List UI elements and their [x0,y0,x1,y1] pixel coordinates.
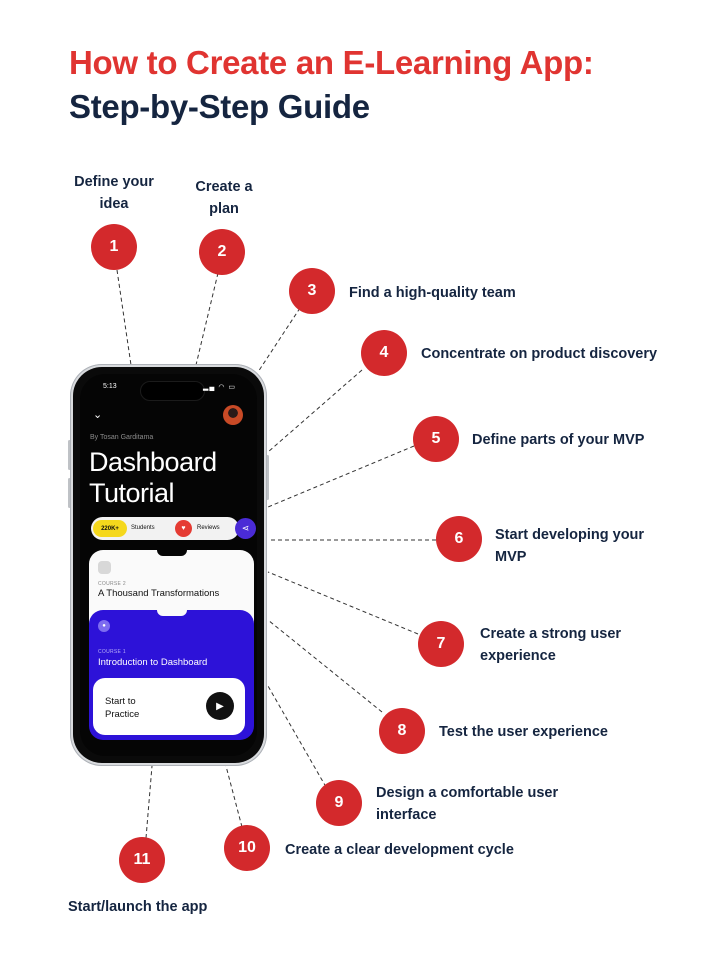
connector-4 [267,369,363,453]
step-3-circle: 3 [289,268,335,314]
user-icon: ● [98,620,110,632]
share-icon[interactable]: ⋖ [235,518,256,539]
phone-screen: 5:13 ▂▄ ◠ ▭ ⌄ By Tosan Garditama Dashboa… [80,374,257,756]
step-11-circle: 11 [119,837,165,883]
avatar[interactable] [223,405,243,425]
reviews-label[interactable]: Reviews [197,525,220,531]
step-9-circle: 9 [316,780,362,826]
course-card-1[interactable]: ● COURSE 1 Introduction to Dashboard Sta… [89,608,254,740]
step-4-label: Concentrate on product discovery [421,346,658,362]
step-6-label: Start developing your MVP [495,527,645,565]
phone-mockup: 5:13 ▂▄ ◠ ▭ ⌄ By Tosan Garditama Dashboa… [70,364,267,766]
step-11-label: Start/launch the app [68,899,208,915]
step-7-label: Create a strong user experience [480,626,622,664]
step-4-circle: 4 [361,330,407,376]
play-icon[interactable]: ▶ [206,692,234,720]
status-icons: ▂▄ ◠ ▭ [203,384,236,391]
start-practice-card[interactable]: Start to Practice ▶ [93,678,245,735]
dynamic-island [140,381,205,401]
connector-9 [267,685,327,788]
students-label: Students [131,525,155,531]
dashboard-heading: Dashboard Tutorial [89,447,217,508]
step-7-circle: 7 [418,621,464,667]
connector-8 [267,619,383,713]
step-1-label: Define your idea [74,174,154,212]
connector-11 [145,765,153,839]
step-1-circle: 1 [91,224,137,270]
step-10-circle: 10 [224,825,270,871]
connector-5 [267,445,415,508]
connector-2 [195,272,219,366]
students-badge: 220K+ [93,520,127,537]
phone-side-button-left [68,440,71,470]
connector-10 [225,765,243,828]
stats-bar: 220K+ Students ♥ Reviews [91,517,239,540]
step-5-circle: 5 [413,416,459,462]
step-10-label: Create a clear development cycle [285,842,514,858]
course-2-title: A Thousand Transformations [98,588,220,599]
chevron-down-icon[interactable]: ⌄ [93,409,103,421]
status-time: 5:13 [103,383,117,390]
author-text: By Tosan Garditama [90,434,154,441]
course-1-title: Introduction to Dashboard [98,657,208,668]
course-icon [98,561,111,574]
step-3-label: Find a high-quality team [349,285,516,301]
step-9-label: Design a comfortable user interface [376,785,559,823]
start-practice-label: Start to Practice [105,696,140,720]
connector-3 [257,307,301,373]
phone-side-button-left2 [68,478,71,508]
step-2-label: Create a plan [195,179,253,217]
step-6-circle: 6 [436,516,482,562]
step-8-circle: 8 [379,708,425,754]
step-2-circle: 2 [199,229,245,275]
step-5-label: Define parts of your MVP [472,432,645,448]
card-notch [157,548,187,556]
heart-icon[interactable]: ♥ [175,520,192,537]
page-title-line2: Step-by-Step Guide [69,88,370,125]
connector-1 [116,269,132,366]
phone-side-button-right [266,455,269,500]
page-title-line1: How to Create an E-Learning App: [69,44,594,81]
connector-7 [267,571,419,635]
course-1-caption: COURSE 1 [98,649,126,655]
card-notch [157,608,187,616]
step-8-label: Test the user experience [439,724,608,740]
course-2-caption: COURSE 2 [98,581,126,587]
